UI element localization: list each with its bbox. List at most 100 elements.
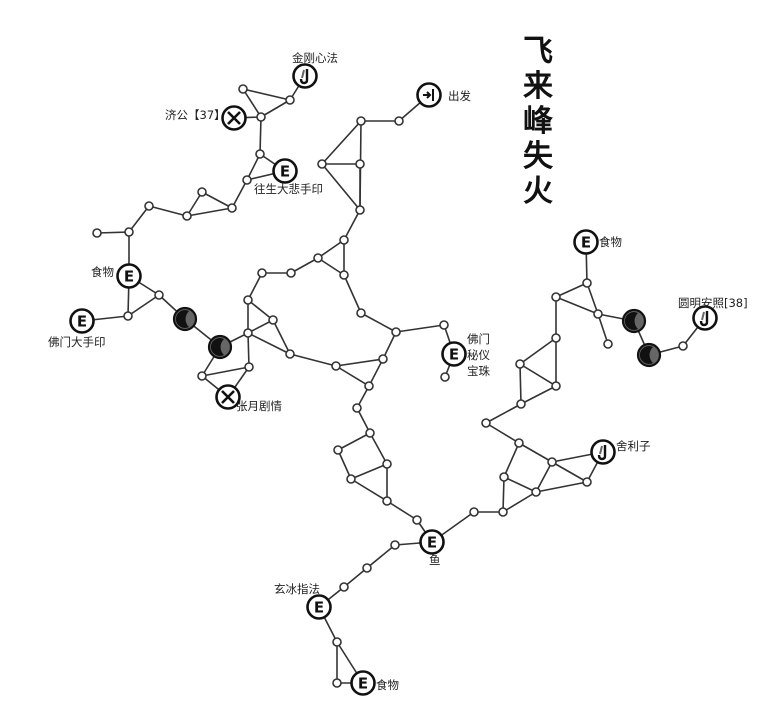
path-nodes bbox=[92, 84, 688, 688]
path-edge bbox=[520, 385, 557, 405]
path-edge bbox=[360, 312, 397, 333]
path-node bbox=[355, 205, 365, 215]
label-xuanbing-zhifa: 玄冰指法 bbox=[274, 582, 320, 596]
path-node bbox=[339, 270, 349, 280]
path-edge bbox=[242, 88, 262, 118]
path-edge bbox=[386, 500, 418, 521]
path-node bbox=[268, 315, 278, 325]
label-start: 出发 bbox=[448, 89, 471, 103]
path-node bbox=[317, 159, 327, 169]
path-edge bbox=[148, 205, 188, 217]
path-node bbox=[124, 227, 134, 237]
path-node bbox=[499, 472, 509, 482]
svg-text:E: E bbox=[427, 534, 437, 552]
tool-marker-icon bbox=[292, 63, 318, 89]
map-title: 飞来峰失火 bbox=[523, 34, 553, 209]
path-node bbox=[514, 438, 524, 448]
path-node bbox=[332, 637, 342, 647]
path-node bbox=[285, 95, 295, 105]
path-edge bbox=[350, 478, 388, 502]
path-edge bbox=[186, 207, 233, 217]
path-node bbox=[390, 540, 400, 550]
event-marker-icon: E bbox=[272, 158, 298, 184]
path-node bbox=[154, 290, 164, 300]
label-fomen-mibao-2: 秘仪 bbox=[467, 348, 490, 362]
path-edge bbox=[260, 99, 291, 118]
label-food-right: 食物 bbox=[599, 235, 622, 249]
path-edges bbox=[81, 75, 706, 684]
path-node bbox=[197, 371, 207, 381]
path-edge bbox=[519, 363, 522, 405]
path-edge bbox=[485, 422, 520, 444]
label-yuanming-anzhao: 圆明安照[38] bbox=[678, 296, 748, 310]
path-edge bbox=[321, 120, 362, 165]
path-node bbox=[197, 187, 207, 197]
path-edge bbox=[247, 299, 274, 321]
path-edge bbox=[335, 365, 370, 387]
path-node bbox=[678, 341, 688, 351]
path-edge bbox=[382, 331, 397, 360]
label-fomen-dashouyin: 佛门大手印 bbox=[48, 335, 106, 349]
path-edge bbox=[246, 153, 261, 181]
label-zhangyue-juqing: 张月剧情 bbox=[236, 399, 282, 413]
path-edge bbox=[337, 432, 371, 451]
event-marker-icon: E bbox=[573, 229, 599, 255]
path-edge bbox=[519, 363, 557, 387]
path-node bbox=[352, 403, 362, 413]
path-edge bbox=[366, 544, 396, 569]
path-edge bbox=[337, 449, 352, 480]
path-node bbox=[394, 116, 404, 126]
path-node bbox=[515, 359, 525, 369]
path-edge bbox=[247, 332, 250, 368]
tool-marker-icon bbox=[590, 439, 616, 465]
path-node bbox=[391, 327, 401, 337]
path-edge bbox=[503, 476, 537, 493]
path-edge bbox=[502, 491, 537, 513]
path-node bbox=[531, 487, 541, 497]
path-node bbox=[242, 175, 252, 185]
svg-text:E: E bbox=[358, 675, 368, 693]
path-node bbox=[313, 253, 323, 263]
path-node bbox=[498, 507, 508, 517]
path-node bbox=[243, 295, 253, 305]
path-node bbox=[331, 361, 341, 371]
svg-text:E: E bbox=[449, 346, 459, 364]
path-edge bbox=[127, 294, 160, 317]
path-edge bbox=[290, 257, 319, 274]
label-jingang-xinfa: 金刚心法 bbox=[292, 51, 338, 65]
label-fomen-mibao-3: 宝珠 bbox=[467, 364, 490, 378]
path-node bbox=[123, 311, 133, 321]
path-edge bbox=[535, 461, 553, 493]
svg-text:E: E bbox=[314, 599, 324, 617]
svg-text:E: E bbox=[581, 234, 591, 252]
moon-marker-icon bbox=[172, 306, 198, 332]
path-node bbox=[243, 328, 253, 338]
path-edge bbox=[503, 442, 520, 478]
path-node bbox=[439, 320, 449, 330]
path-node bbox=[364, 381, 374, 391]
path-edge bbox=[586, 282, 599, 315]
path-edge bbox=[518, 442, 553, 463]
path-edge bbox=[335, 358, 384, 367]
label-food-left: 食物 bbox=[91, 265, 114, 279]
path-node bbox=[339, 582, 349, 592]
path-edge bbox=[519, 337, 557, 365]
path-edge bbox=[597, 313, 609, 345]
event-marker-icon: E bbox=[69, 308, 95, 334]
path-node bbox=[244, 362, 254, 372]
path-node bbox=[603, 339, 613, 349]
cross-marker-icon bbox=[215, 384, 241, 410]
path-node bbox=[551, 292, 561, 302]
event-marker-icon: E bbox=[419, 529, 445, 555]
path-node bbox=[339, 235, 349, 245]
path-edge bbox=[317, 239, 345, 259]
label-shelizi: 舍利子 bbox=[616, 439, 651, 453]
cross-marker-icon bbox=[221, 105, 247, 131]
path-edge bbox=[368, 358, 384, 387]
path-node bbox=[356, 116, 366, 126]
path-node bbox=[582, 278, 592, 288]
path-edge bbox=[247, 332, 291, 355]
